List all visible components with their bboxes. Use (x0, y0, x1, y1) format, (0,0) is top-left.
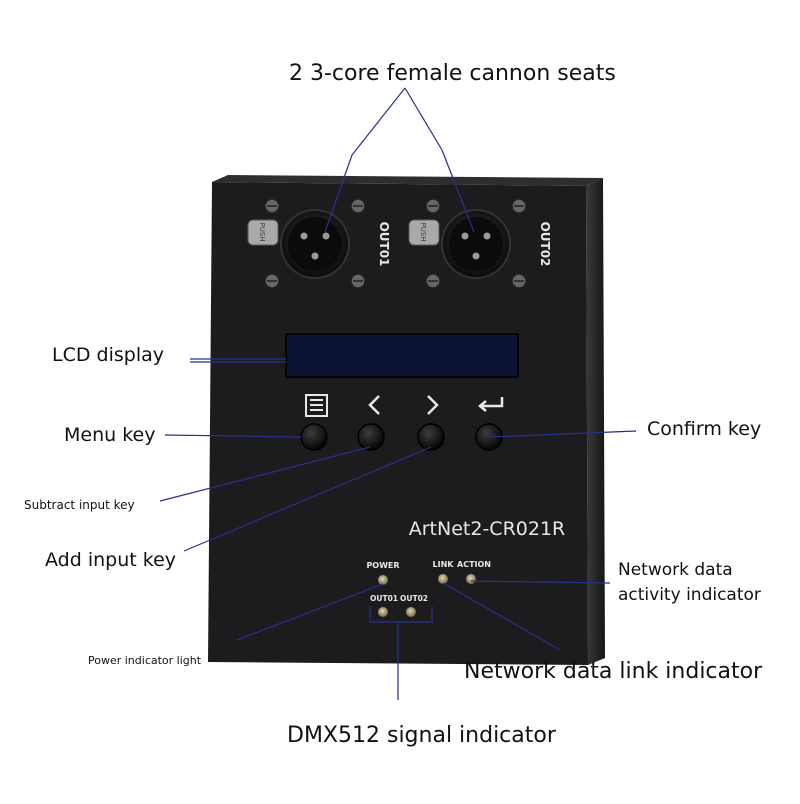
out1-led-label: OUT01 (370, 594, 398, 603)
power-led (378, 575, 388, 585)
callout-subtract-key: Subtract input key (24, 498, 135, 512)
action-led (466, 574, 476, 584)
chevron-left-icon (368, 395, 380, 415)
xlr-connector-out2 (408, 198, 527, 289)
push-latch-1[interactable] (247, 219, 279, 246)
dmx-bracket (369, 606, 433, 623)
callout-lcd-display: LCD display (52, 344, 164, 366)
latch-text-1: PUSH (258, 222, 266, 241)
callout-network-link: Network data link indicator (464, 659, 763, 684)
device-panel (208, 182, 588, 665)
chevron-right-icon (427, 395, 439, 415)
callout-power-indicator: Power indicator light (88, 654, 202, 667)
xlr-connector-out1 (247, 198, 366, 289)
enter-icon (478, 397, 504, 412)
menu-icon (305, 394, 328, 417)
panel-top-edge (212, 175, 603, 186)
out2-led (406, 607, 416, 617)
callout-add-key: Add input key (45, 549, 176, 571)
link-led (438, 574, 448, 584)
out2-label: OUT02 (538, 222, 552, 267)
out2-led-label: OUT02 (400, 594, 428, 603)
latch-text-2: PUSH (419, 222, 427, 241)
link-led-label: LINK (433, 560, 455, 569)
panel-side-edge (586, 178, 605, 665)
push-latch-2[interactable] (408, 219, 440, 246)
action-led-label: ACTION (457, 560, 491, 569)
subtract-button[interactable] (357, 423, 385, 451)
callout-menu-key: Menu key (64, 424, 156, 446)
out1-label: OUT01 (377, 222, 391, 267)
model-name: ArtNet2-CR021R (409, 518, 566, 540)
power-led-label: POWER (366, 561, 399, 570)
callout-cannon-seats: 2 3-core female cannon seats (289, 61, 616, 86)
callout-confirm-key: Confirm key (647, 418, 762, 440)
lcd-display (285, 333, 519, 378)
callout-dmx-indicator: DMX512 signal indicator (287, 723, 556, 748)
callout-network-activity-line2: activity indicator (618, 585, 761, 605)
add-button[interactable] (417, 423, 445, 451)
leader-lines (159, 87, 637, 700)
callout-network-activity-line1: Network data (618, 560, 733, 580)
menu-button[interactable] (300, 423, 328, 451)
out1-led (378, 607, 388, 617)
